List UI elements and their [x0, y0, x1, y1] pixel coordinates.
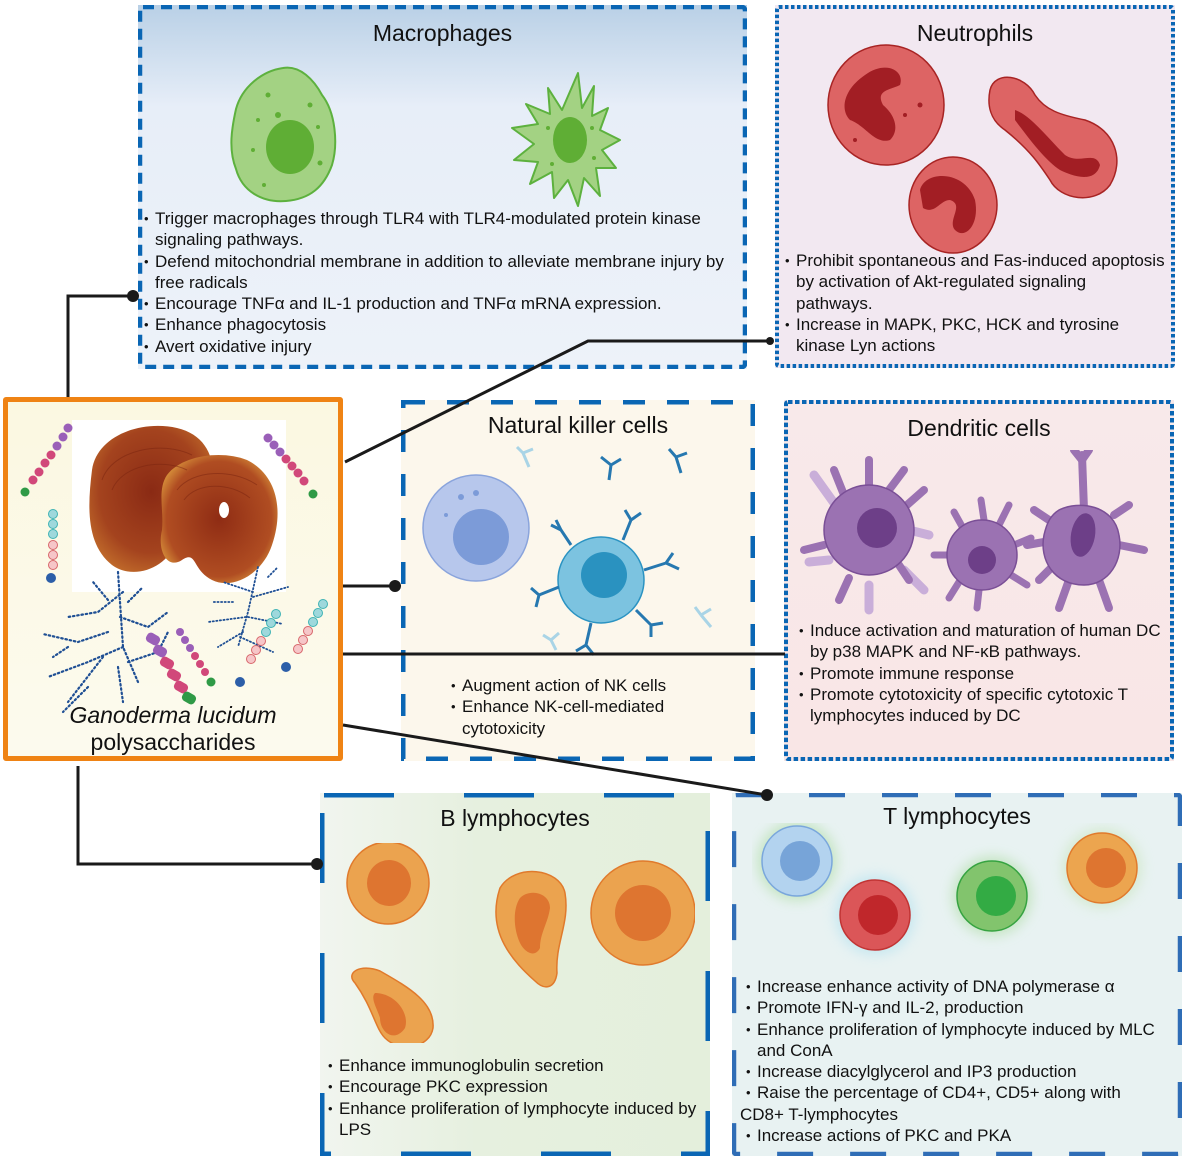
- list-item: Increase actions of PKC and PKA: [746, 1125, 1176, 1147]
- dendritic-cells-panel: Dendritic cells Induce activation and ma…: [784, 400, 1174, 761]
- list-item: Encourage PKC expression: [328, 1076, 703, 1098]
- list-item: Enhance proliferation of lymphocyte indu…: [746, 1019, 1176, 1062]
- center-caption: Ganoderma lucidum polysaccharides: [8, 702, 338, 756]
- b-lymphocyte-cells-icon: [346, 843, 695, 1043]
- list-item: Increase diacylglycerol and IP3 producti…: [746, 1061, 1176, 1083]
- panel-title: Neutrophils: [916, 20, 1034, 46]
- connector-macrophages: [66, 294, 133, 397]
- compound-name: polysaccharides: [90, 729, 256, 755]
- dendritic-cells-icon: [800, 450, 1148, 615]
- t-lymphocyte-cells-icon: [757, 823, 1142, 955]
- panel-title: Natural killer cells: [487, 412, 669, 438]
- panel-title: B lymphocytes: [440, 805, 590, 831]
- t-lymphocytes-panel: T lymphocytes Increase enhance activity …: [732, 793, 1182, 1156]
- macrophage-effects-list: Trigger macrophages through TLR4 with TL…: [144, 208, 739, 357]
- list-item: Encourage TNFα and IL-1 production and T…: [144, 293, 739, 315]
- ganoderma-polysaccharides-box: Ganoderma lucidum polysaccharides: [3, 397, 343, 761]
- connector-dot: [389, 580, 401, 592]
- branched-glucan-left: [41, 570, 170, 714]
- nk-cells-panel: Natural killer cells Augment action of N…: [401, 400, 755, 761]
- panel-title: Dendritic cells: [907, 415, 1051, 441]
- macrophage-cell-icon: [230, 66, 337, 203]
- list-item: Increase in MAPK, PKC, HCK and tyrosine …: [785, 314, 1165, 357]
- list-item: Defend mitochondrial membrane in additio…: [144, 251, 739, 294]
- neutrophils-panel: Neutrophils Prohibit spontaneous and Fas…: [775, 5, 1175, 368]
- list-item-continuation: CD8+ T-lymphocytes: [740, 1104, 898, 1124]
- list-item: Prohibit spontaneous and Fas-induced apo…: [785, 250, 1165, 314]
- nk-cells-icon: [422, 445, 713, 656]
- list-item: Raise the percentage of CD4+, CD5+ along…: [746, 1082, 1176, 1104]
- list-item: Avert oxidative injury: [144, 336, 739, 358]
- species-name: Ganoderma lucidum: [69, 702, 277, 728]
- list-item: Augment action of NK cells: [451, 675, 741, 697]
- connector-b-lymphocytes: [76, 766, 317, 866]
- list-item: Trigger macrophages through TLR4 with TL…: [144, 208, 739, 251]
- list-item: Enhance phagocytosis: [144, 314, 739, 336]
- t-lymphocyte-effects-list: Increase enhance activity of DNA polymer…: [740, 976, 1176, 1147]
- connector-dot: [766, 337, 774, 345]
- list-item: Promote cytotoxicity of specific cytotox…: [799, 684, 1169, 727]
- activated-macrophage-icon: [511, 72, 621, 207]
- neutrophil-effects-list: Prohibit spontaneous and Fas-induced apo…: [785, 250, 1165, 356]
- panel-title: Macrophages: [372, 20, 513, 46]
- list-item: Promote immune response: [799, 663, 1169, 685]
- list-item: Enhance immunoglobulin secretion: [328, 1055, 703, 1077]
- polysaccharide-chain-top-left: [20, 423, 73, 497]
- nk-effects-list: Augment action of NK cells Enhance NK-ce…: [451, 675, 741, 739]
- panel-title: T lymphocytes: [883, 803, 1031, 829]
- ganoderma-mushroom-photo: [72, 420, 286, 592]
- list-item: Promote IFN-γ and IL-2, production: [746, 997, 1176, 1019]
- neutrophil-cells-icon: [827, 44, 1118, 254]
- mushroom-icon: [89, 425, 278, 584]
- polysaccharide-chain-bottom: [145, 599, 328, 705]
- list-item: Enhance proliferation of lymphocyte indu…: [328, 1098, 703, 1141]
- list-item: Increase enhance activity of DNA polymer…: [746, 976, 1176, 998]
- b-lymphocyte-effects-list: Enhance immunoglobulin secretion Encoura…: [328, 1055, 703, 1140]
- list-item: Enhance NK-cell-mediated cytotoxicity: [451, 696, 741, 739]
- macrophages-panel: Macrophages Trigger macrophages through …: [138, 5, 747, 369]
- b-lymphocytes-panel: B lymphocytes Enhance immunoglobulin sec…: [320, 793, 710, 1156]
- polysaccharide-chain-left: [46, 509, 58, 583]
- list-item: Induce activation and maturation of huma…: [799, 620, 1169, 663]
- dendritic-effects-list: Induce activation and maturation of huma…: [799, 620, 1169, 726]
